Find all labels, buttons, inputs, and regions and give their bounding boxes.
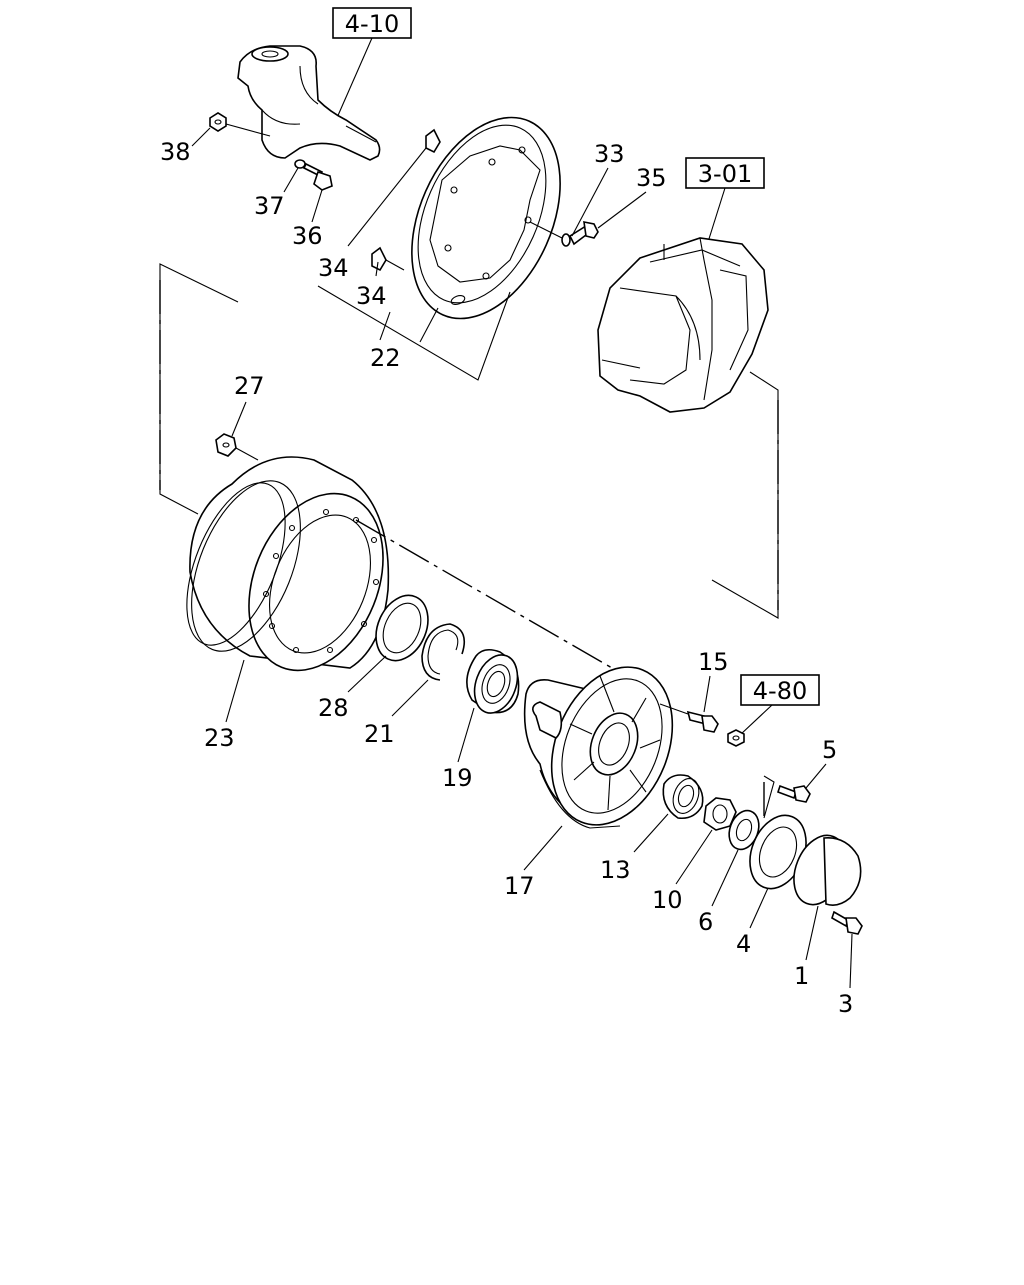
brake-drum-23 [186, 456, 390, 672]
callout-5: 5 [822, 736, 837, 764]
bolt-5 [776, 784, 811, 803]
washer-37 [294, 159, 306, 169]
callout-33: 33 [594, 140, 625, 168]
callout-38: 38 [160, 138, 191, 166]
bolt-35 [568, 220, 599, 246]
oil-seal-28 [375, 594, 429, 662]
callout-36: 36 [292, 222, 323, 250]
bolt-36 [302, 162, 333, 191]
ref-box-4-10[interactable]: 4-10 [332, 7, 412, 39]
callout-1: 1 [794, 962, 809, 990]
snap-ring-21 [421, 623, 466, 681]
hub-bolt-15 [686, 710, 719, 733]
ref-label-4-10: 4-10 [345, 10, 399, 38]
callout-21: 21 [364, 720, 395, 748]
steering-knuckle [237, 45, 381, 161]
bearing-19 [466, 648, 520, 714]
callout-15: 15 [698, 648, 729, 676]
ref-box-4-80[interactable]: 4-80 [740, 674, 820, 706]
callout-34-lower: 34 [356, 282, 387, 310]
callout-37: 37 [254, 192, 285, 220]
hub-cap-1 [793, 834, 862, 906]
ref-box-3-01[interactable]: 3-01 [685, 157, 765, 189]
callout-34-upper: 34 [318, 254, 349, 282]
wheel-hub-17 [523, 666, 674, 829]
bolt-3 [831, 910, 863, 935]
ref-label-4-80: 4-80 [753, 677, 807, 705]
clip-34-upper [425, 128, 441, 154]
callout-35: 35 [636, 164, 667, 192]
callout-17: 17 [504, 872, 535, 900]
callout-22: 22 [370, 344, 401, 372]
callout-6: 6 [698, 908, 713, 936]
callout-3: 3 [838, 990, 853, 1018]
ref-label-3-01: 3-01 [698, 160, 752, 188]
clip-34-lower [371, 246, 387, 272]
callout-19: 19 [442, 764, 473, 792]
washer-33 [561, 233, 571, 247]
callout-10: 10 [652, 886, 683, 914]
callout-27: 27 [234, 372, 265, 400]
brake-shoe-assembly [597, 237, 769, 413]
callout-13: 13 [600, 856, 631, 884]
hub-nut-4-80 [727, 729, 745, 747]
callout-23: 23 [204, 724, 235, 752]
bearing-13 [662, 774, 704, 820]
nut-27 [215, 433, 237, 457]
nut-38 [209, 112, 227, 132]
lock-nut-10 [703, 797, 737, 831]
callout-4: 4 [736, 930, 751, 958]
callout-28: 28 [318, 694, 349, 722]
backing-plate-22 [411, 116, 561, 320]
